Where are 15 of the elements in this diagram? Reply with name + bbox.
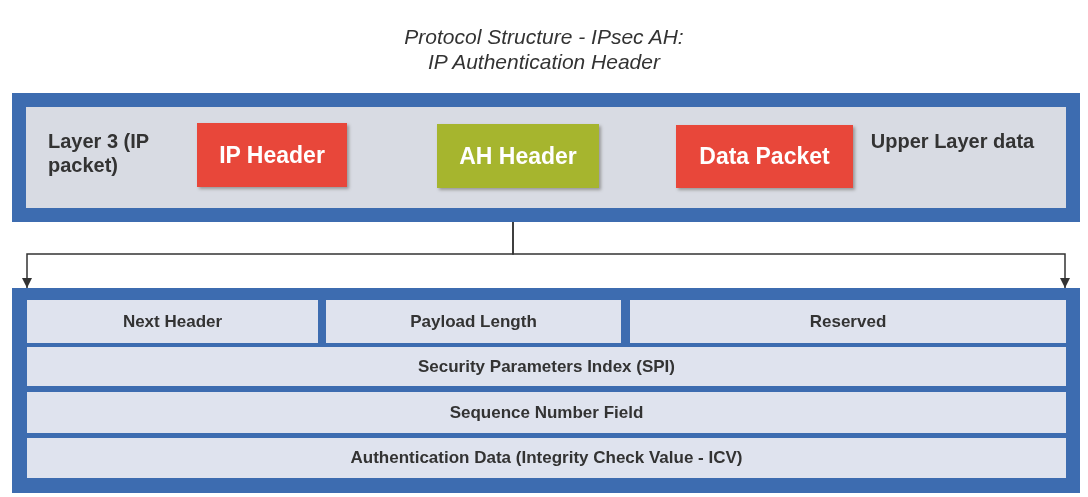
field-cell: Next Header (27, 300, 318, 343)
field-cell: Security Parameters Index (SPI) (27, 347, 1066, 386)
field-cell: Reserved (630, 300, 1066, 343)
layer-label: Upper Layer data (870, 129, 1035, 153)
header-block: AH Header (437, 124, 599, 188)
frame-panel (12, 288, 1080, 493)
field-cell: Sequence Number Field (27, 392, 1066, 433)
diagram-title: Protocol Structure - IPsec AH: IP Authentication Header (403, 24, 685, 74)
layer-label: Layer 3 (IP packet) (48, 129, 150, 177)
header-block: Data Packet (676, 125, 853, 188)
frame-panel (12, 93, 1080, 222)
arrow (512, 221, 1071, 289)
field-cell: Payload Length (326, 300, 621, 343)
header-block: IP Header (197, 123, 347, 187)
field-cell: Authentication Data (Integrity Check Value - ICV) (27, 438, 1066, 478)
